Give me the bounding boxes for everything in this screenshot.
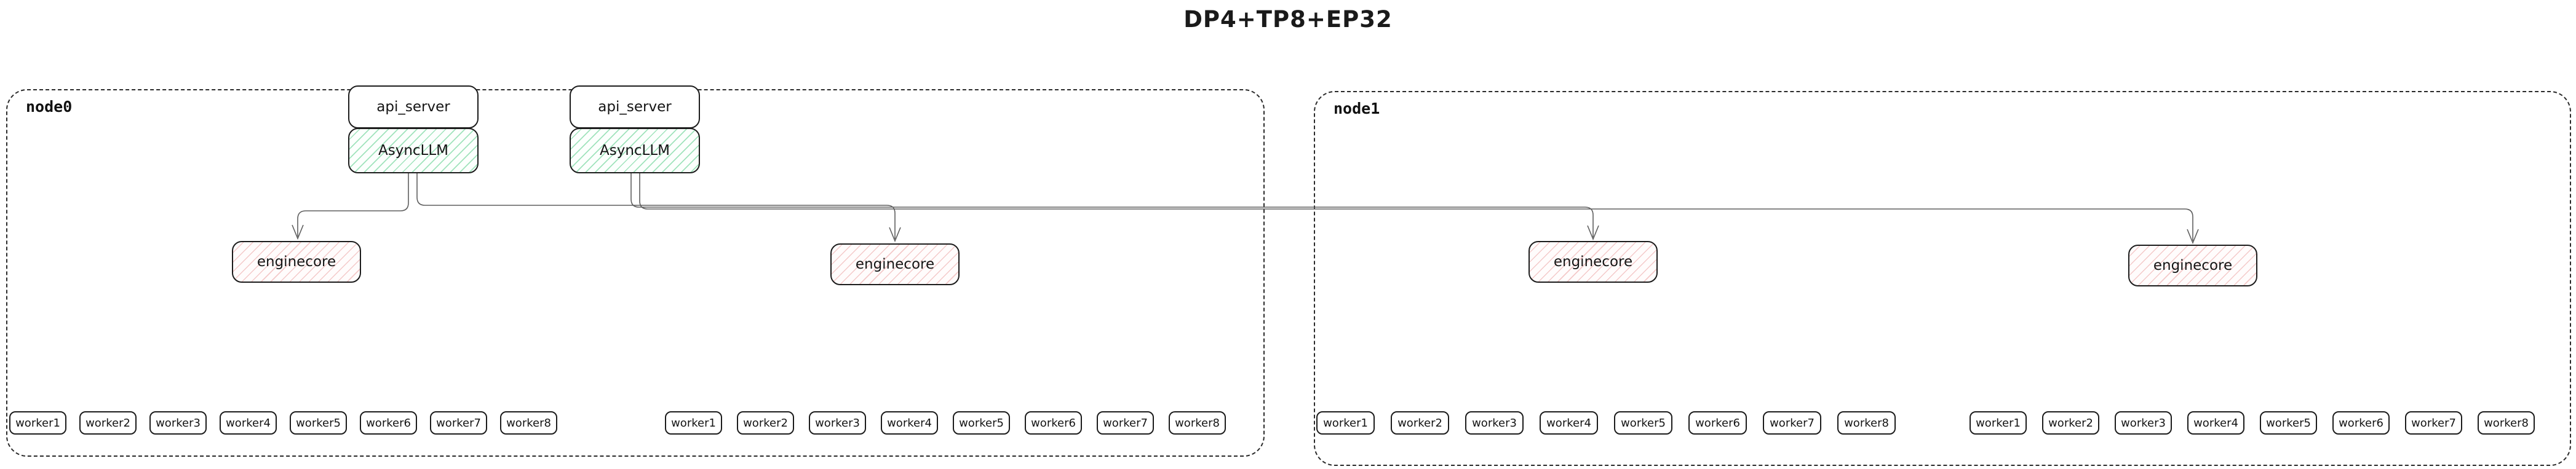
connector-asyncllm1-enginecore1 <box>297 173 409 237</box>
worker-box: worker2 <box>737 411 794 435</box>
worker-box: worker1 <box>665 411 722 435</box>
node1-label: node1 <box>1334 100 1380 117</box>
worker-box: worker6 <box>1688 411 1747 435</box>
enginecore-label: enginecore <box>256 254 336 270</box>
enginecore-box-4: enginecore <box>2128 245 2257 286</box>
asyncllm-label: AsyncLLM <box>378 143 449 159</box>
asyncllm-label: AsyncLLM <box>599 143 670 159</box>
worker-box: worker5 <box>1614 411 1672 435</box>
worker-box: worker8 <box>1169 411 1226 435</box>
enginecore-box-3: enginecore <box>1529 241 1658 283</box>
worker-box: worker1 <box>9 411 66 435</box>
api-server-box-1: api_server <box>348 85 479 128</box>
worker-box: worker8 <box>500 411 557 435</box>
worker-box: worker6 <box>1025 411 1082 435</box>
diagram-title: DP4+TP8+EP32 <box>1183 6 1393 33</box>
worker-box: worker8 <box>1837 411 1896 435</box>
worker-box: worker7 <box>430 411 487 435</box>
arrowhead-enginecore3 <box>1587 225 1599 241</box>
worker-box: worker2 <box>1391 411 1449 435</box>
enginecore-box-2: enginecore <box>830 243 960 285</box>
connector-asyncllm2-enginecore3 <box>630 173 1594 237</box>
api-server-label: api_server <box>598 99 672 115</box>
worker-box: worker1 <box>1316 411 1375 435</box>
node0-label: node0 <box>26 98 73 116</box>
worker-box: worker2 <box>2042 411 2099 435</box>
enginecore-label: enginecore <box>855 256 935 272</box>
arrowhead-enginecore2 <box>889 227 901 243</box>
arrowhead-enginecore4 <box>2187 229 2199 245</box>
worker-box: worker3 <box>1465 411 1524 435</box>
worker-group-node1-2: worker1 worker2 worker3 worker4 worker5 worke… <box>1970 411 2535 435</box>
worker-box: worker5 <box>290 411 347 435</box>
worker-group-node0-1: worker1 worker2 worker3 worker4 worker5 worke… <box>9 411 557 435</box>
api-server-box-2: api_server <box>570 85 700 128</box>
api-server-label: api_server <box>376 99 450 115</box>
asyncllm-box-1: AsyncLLM <box>348 128 479 173</box>
worker-box: worker6 <box>360 411 417 435</box>
worker-box: worker4 <box>1540 411 1598 435</box>
worker-box: worker4 <box>220 411 277 435</box>
enginecore-label: enginecore <box>2153 258 2233 274</box>
worker-box: worker3 <box>149 411 207 435</box>
worker-box: worker7 <box>1097 411 1154 435</box>
worker-box: worker1 <box>1970 411 2027 435</box>
node1-container: node1 <box>1314 91 2571 466</box>
worker-box: worker7 <box>1763 411 1821 435</box>
worker-box: worker3 <box>2115 411 2172 435</box>
worker-box: worker4 <box>2187 411 2244 435</box>
enginecore-box-1: enginecore <box>232 241 361 283</box>
connector-asyncllm1-enginecore2 <box>416 173 896 239</box>
enginecore-label: enginecore <box>1553 254 1633 270</box>
worker-box: worker5 <box>953 411 1010 435</box>
worker-box: worker4 <box>881 411 938 435</box>
connector-asyncllm2-enginecore4 <box>639 173 2193 241</box>
worker-box: worker3 <box>809 411 866 435</box>
asyncllm-box-2: AsyncLLM <box>570 128 700 173</box>
worker-group-node0-2: worker1 worker2 worker3 worker4 worker5 worke… <box>665 411 1226 435</box>
worker-box: worker6 <box>2332 411 2390 435</box>
worker-group-node1-1: worker1 worker2 worker3 worker4 worker5 worke… <box>1316 411 1896 435</box>
worker-box: worker7 <box>2405 411 2462 435</box>
worker-box: worker8 <box>2478 411 2535 435</box>
worker-box: worker2 <box>79 411 137 435</box>
arrowhead-enginecore1 <box>292 224 304 240</box>
worker-box: worker5 <box>2260 411 2317 435</box>
